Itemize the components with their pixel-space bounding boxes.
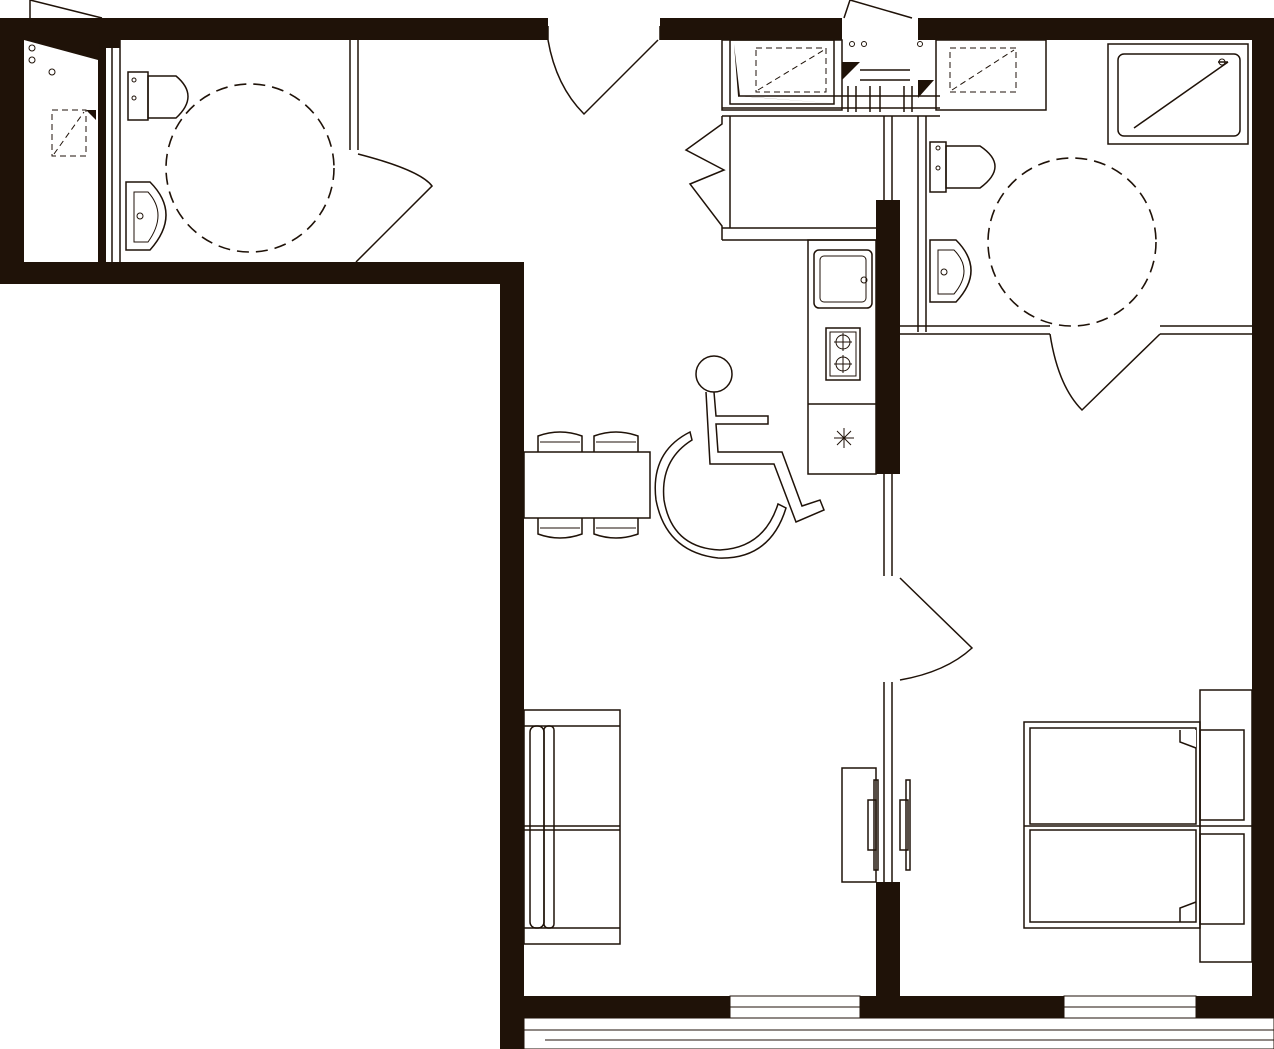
storage-closet	[24, 0, 121, 262]
wall-wing-jamb	[106, 18, 120, 48]
wall-bottom-right	[1196, 996, 1274, 1018]
wall-right	[1252, 18, 1274, 1018]
closet-door-swing	[29, 0, 103, 19]
wall-main-left	[500, 262, 524, 1049]
wall-left-wing	[0, 18, 24, 284]
bedroom-door	[883, 474, 974, 882]
wardrobe-block	[684, 0, 1047, 332]
toilet-icon	[929, 141, 996, 193]
shower-tray-icon	[51, 109, 96, 157]
turning-circle-icon	[987, 157, 1157, 327]
turning-circle-icon	[165, 83, 335, 253]
wardrobe-doors	[684, 116, 726, 240]
kitchen-sink-icon	[813, 249, 873, 309]
wall-bottom-middle	[860, 996, 1064, 1018]
sofa-icon	[523, 709, 621, 945]
wall-top-left	[0, 18, 100, 40]
walls	[0, 18, 1274, 1049]
shower-tray-icon	[949, 47, 1017, 93]
shower-tray-icon	[1107, 43, 1249, 145]
washbasin-icon	[929, 239, 972, 303]
media-unit-icon	[841, 767, 911, 883]
bathroom-accessible-door	[1049, 333, 1161, 412]
kitchen-counter	[807, 239, 877, 475]
cooktop-icon	[825, 327, 861, 381]
bedroom-door-swing	[899, 577, 974, 681]
dining-table-icon	[523, 431, 651, 539]
entrance-door-swing	[547, 39, 659, 116]
closet-wedge	[24, 40, 100, 60]
wheelchair-accessibility-icon	[654, 355, 825, 559]
entrance-door	[547, 26, 661, 116]
wall-top-right	[918, 18, 1274, 40]
wall-wing-partition	[98, 40, 106, 264]
double-bed-icon	[1023, 689, 1253, 963]
bathroom-accessible	[900, 43, 1252, 412]
wall-kitchen-partition	[876, 200, 900, 474]
bathroom-small-door	[355, 153, 433, 263]
bathroom-small	[125, 40, 433, 263]
wall-bottom-left	[500, 996, 730, 1018]
wall-wing-bottom	[0, 262, 524, 284]
washbasin-icon	[125, 181, 167, 251]
wall-top-middle	[100, 18, 548, 40]
utility-door-swing	[843, 0, 913, 19]
wall-bedroom-partition-lower	[876, 882, 900, 1002]
shower-tray-icon	[755, 47, 827, 93]
bottom-windows	[523, 995, 1274, 1049]
fridge-icon	[834, 428, 854, 448]
toilet-icon	[127, 71, 189, 121]
wall-top-center	[660, 18, 842, 40]
